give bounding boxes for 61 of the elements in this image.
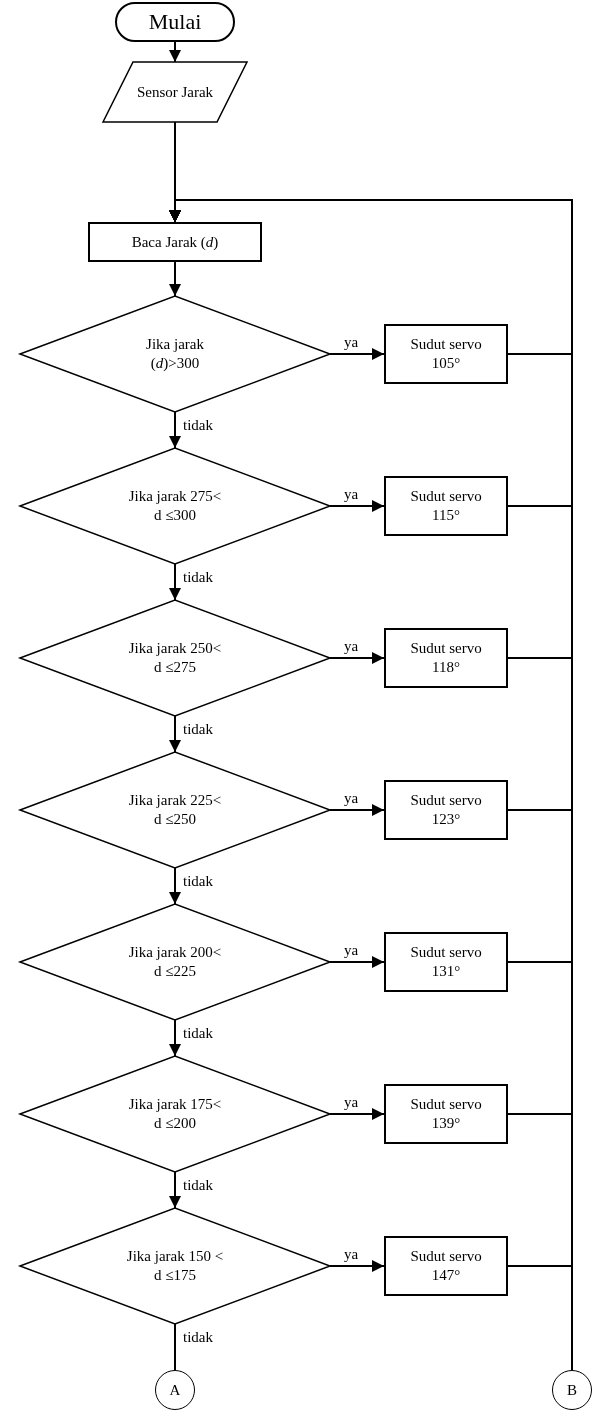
decision-diamond bbox=[20, 752, 330, 868]
decision-diamond bbox=[20, 904, 330, 1020]
decision-text: Jika jarak 150 < d ≤175 bbox=[125, 1247, 225, 1285]
arrow bbox=[169, 563, 181, 601]
process-text: Sudut servo 115° bbox=[409, 487, 483, 525]
process-text: Sudut servo 139° bbox=[409, 1095, 483, 1133]
process-box bbox=[384, 628, 508, 688]
decision-text: Jika jarak 200< d ≤225 bbox=[127, 943, 223, 981]
process-box bbox=[384, 1236, 508, 1296]
edge-label: tidak bbox=[183, 1178, 213, 1193]
arrow bbox=[329, 1108, 385, 1120]
terminal-shape bbox=[115, 2, 235, 42]
process-text: Sudut servo 123° bbox=[409, 791, 483, 829]
process-text: Sudut servo 105° bbox=[409, 335, 483, 373]
process-box bbox=[88, 222, 262, 262]
connector-circle bbox=[155, 1370, 195, 1410]
arrow bbox=[329, 956, 385, 968]
decision-diamond bbox=[20, 1208, 330, 1324]
decision-diamond bbox=[20, 600, 330, 716]
connector-circle bbox=[552, 1370, 592, 1410]
process-box bbox=[384, 476, 508, 536]
decision-text: Jika jarak 250< d ≤275 bbox=[127, 639, 223, 677]
arrow bbox=[169, 41, 181, 63]
input-parallelogram bbox=[103, 62, 247, 122]
process-text: Sudut servo 118° bbox=[409, 639, 483, 677]
process-box bbox=[384, 780, 508, 840]
process-text: Sudut servo 131° bbox=[409, 943, 483, 981]
arrow bbox=[169, 261, 181, 297]
decision-text: Jika jarak 225< d ≤250 bbox=[127, 791, 223, 829]
arrow bbox=[329, 500, 385, 512]
connector-text: A bbox=[169, 1380, 181, 1400]
arrow bbox=[329, 1260, 385, 1272]
decision-text: Jika jarak 175< d ≤200 bbox=[127, 1095, 223, 1133]
arrow bbox=[169, 411, 181, 449]
edge-label: tidak bbox=[183, 418, 213, 433]
decision-text: Jika jarak 275< d ≤300 bbox=[127, 487, 223, 525]
arrow bbox=[169, 867, 181, 905]
decision-text: Jika jarak (d)>300 bbox=[145, 335, 205, 373]
edge-label: tidak bbox=[183, 874, 213, 889]
connector-text: B bbox=[567, 1380, 577, 1400]
edge-label: tidak bbox=[183, 1026, 213, 1041]
arrow bbox=[329, 652, 385, 664]
arrow bbox=[169, 1171, 181, 1209]
terminal-text: Mulai bbox=[148, 8, 202, 36]
connector-line bbox=[174, 1323, 176, 1371]
decision-diamond bbox=[20, 296, 330, 412]
edge-label: tidak bbox=[183, 1330, 213, 1345]
arrow bbox=[329, 804, 385, 816]
process-box bbox=[384, 324, 508, 384]
arrow bbox=[169, 1019, 181, 1057]
process-text: Baca Jarak (d) bbox=[131, 232, 219, 252]
edge-label: tidak bbox=[183, 722, 213, 737]
arrow bbox=[329, 348, 385, 360]
process-box bbox=[384, 932, 508, 992]
edge-label: tidak bbox=[183, 570, 213, 585]
input-text: Sensor Jarak bbox=[136, 82, 214, 102]
decision-diamond bbox=[20, 448, 330, 564]
process-text: Sudut servo 147° bbox=[409, 1247, 483, 1285]
process-box bbox=[384, 1084, 508, 1144]
arrow bbox=[169, 715, 181, 753]
decision-diamond bbox=[20, 1056, 330, 1172]
